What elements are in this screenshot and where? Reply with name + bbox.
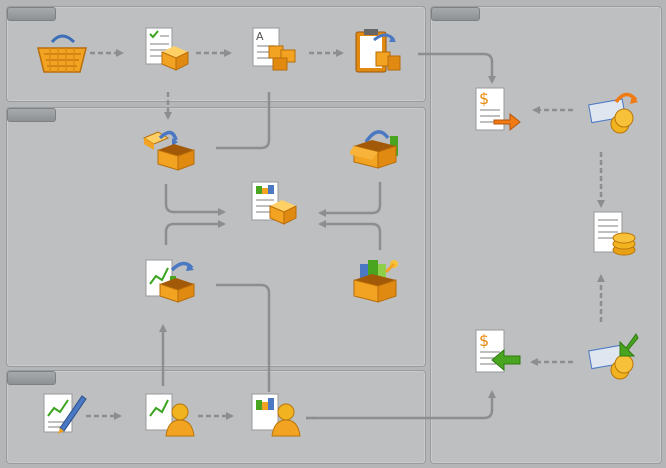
shopping-basket-icon[interactable] <box>34 28 90 82</box>
svg-text:$: $ <box>479 89 489 108</box>
panel-reports-tab <box>7 371 56 385</box>
connector <box>306 390 496 420</box>
connector <box>418 52 496 84</box>
order-document-boxes-icon[interactable]: A <box>245 24 301 78</box>
product-box-icon[interactable] <box>350 254 406 308</box>
panel-orders-tab <box>7 7 56 21</box>
box-transfer-icon[interactable] <box>140 122 196 176</box>
connector <box>164 184 226 216</box>
payment-incoming-icon[interactable] <box>586 330 642 384</box>
panel-finance-tab <box>431 7 480 21</box>
svg-text:A: A <box>256 30 264 43</box>
connector <box>216 283 271 392</box>
clipboard-box-icon[interactable] <box>350 26 406 80</box>
open-box-products-icon[interactable] <box>350 122 406 176</box>
stock-user-icon[interactable] <box>248 388 304 442</box>
svg-text:$: $ <box>479 331 489 350</box>
connector <box>216 92 271 150</box>
stock-document-box-icon[interactable] <box>246 178 302 232</box>
ledger-coins-icon[interactable] <box>586 206 642 260</box>
order-checklist-box-icon[interactable] <box>140 24 196 78</box>
payment-outgoing-icon[interactable] <box>586 84 642 138</box>
invoice-incoming-icon[interactable]: $ <box>468 326 524 380</box>
report-user-icon[interactable] <box>142 388 198 442</box>
connector <box>318 182 382 217</box>
connector <box>318 220 382 250</box>
report-box-icon[interactable] <box>142 254 198 308</box>
report-pen-icon[interactable] <box>38 388 94 442</box>
invoice-outgoing-icon[interactable]: $ <box>468 84 524 138</box>
connector <box>164 220 226 245</box>
panel-warehouse-tab <box>7 108 56 122</box>
